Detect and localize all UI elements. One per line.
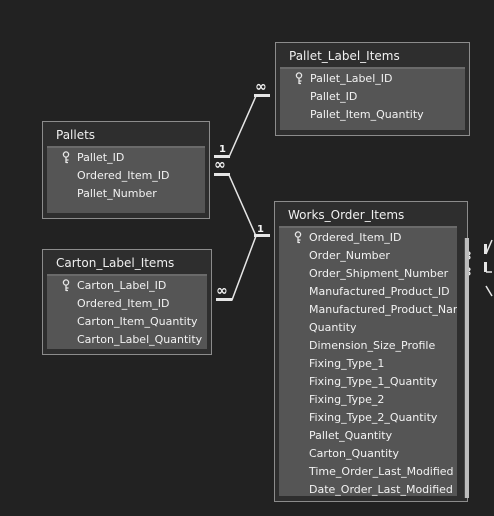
field-list: Pallet_ID Ordered_Item_ID Pallet_Number xyxy=(47,146,205,213)
field-name: Order_Shipment_Number xyxy=(309,267,449,280)
key-icon xyxy=(62,151,70,164)
field-row[interactable]: Manufactured_Product_ID xyxy=(279,283,457,301)
field-name: Pallet_ID xyxy=(310,90,358,103)
field-row[interactable]: Order_Number xyxy=(279,247,457,265)
cardinality-many-label: ∞ xyxy=(214,157,226,173)
field-name: Fixing_Type_2_Quantity xyxy=(309,411,438,424)
table-title[interactable]: Pallets xyxy=(56,128,96,142)
field-name: Ordered_Item_ID xyxy=(77,169,170,182)
table-pallets[interactable]: Pallets Pallet_ID Ordered_Item_ID Pallet… xyxy=(42,121,210,219)
key-icon xyxy=(295,72,303,85)
field-row[interactable]: Carton_Label_Quantity xyxy=(47,331,207,349)
field-name: Quantity xyxy=(309,321,357,334)
field-row[interactable]: Ordered_Item_ID xyxy=(47,167,205,185)
field-row[interactable]: Dimension_Size_Profile xyxy=(279,337,457,355)
key-icon xyxy=(294,231,302,244)
field-row-primary-key[interactable]: Carton_Label_ID xyxy=(47,277,207,295)
table-title[interactable]: Works_Order_Items xyxy=(288,208,405,222)
field-row[interactable]: Pallet_Quantity xyxy=(279,427,457,445)
table-works-order-items[interactable]: Works_Order_Items Ordered_Item_ID Order_… xyxy=(274,201,468,502)
field-name: Dimension_Size_Profile xyxy=(309,339,436,352)
field-name: Pallet_Number xyxy=(77,187,157,200)
field-row[interactable]: Pallet_Item_Quantity xyxy=(280,106,465,124)
field-name: Carton_Quantity xyxy=(309,447,399,460)
field-list: Ordered_Item_ID Order_Number Order_Shipm… xyxy=(279,226,457,496)
field-name: Ordered_Item_ID xyxy=(77,297,170,310)
field-name: Carton_Label_ID xyxy=(77,279,167,292)
field-name: Fixing_Type_2 xyxy=(309,393,385,406)
field-name: Manufactured_Product_Name xyxy=(309,303,457,316)
cardinality-many-label: ∞ xyxy=(216,283,228,299)
field-row-primary-key[interactable]: Pallet_ID xyxy=(47,149,205,167)
field-name: Time_Order_Last_Modified xyxy=(309,465,454,478)
table-title[interactable]: Carton_Label_Items xyxy=(56,256,175,270)
field-name: Fixing_Type_1_Quantity xyxy=(309,375,438,388)
field-row[interactable]: Fixing_Type_1_Quantity xyxy=(279,373,457,391)
field-row[interactable]: Manufactured_Product_Name xyxy=(279,301,457,319)
field-name: Carton_Item_Quantity xyxy=(77,315,198,328)
field-name: Order_Number xyxy=(309,249,390,262)
table-pallet-label-items[interactable]: Pallet_Label_Items Pallet_Label_ID Palle… xyxy=(275,42,470,136)
field-row[interactable]: Fixing_Type_1 xyxy=(279,355,457,373)
field-row[interactable]: Time_Order_Last_Modified xyxy=(279,463,457,481)
key-icon xyxy=(62,279,70,292)
cardinality-one-label: 1 xyxy=(257,224,264,235)
field-row[interactable]: Pallet_ID xyxy=(280,88,465,106)
field-row[interactable]: Fixing_Type_2 xyxy=(279,391,457,409)
cardinality-many-label: ∞ xyxy=(255,79,267,95)
field-name: Pallet_Label_ID xyxy=(310,72,393,85)
field-list: Carton_Label_ID Ordered_Item_ID Carton_I… xyxy=(47,274,207,349)
field-name: Fixing_Type_1 xyxy=(309,357,385,370)
field-name: Pallet_ID xyxy=(77,151,125,164)
field-name: Pallet_Quantity xyxy=(309,429,393,442)
field-row[interactable]: Carton_Quantity xyxy=(279,445,457,463)
field-list: Pallet_Label_ID Pallet_ID Pallet_Item_Qu… xyxy=(280,67,465,130)
field-row[interactable]: Fixing_Type_2_Quantity xyxy=(279,409,457,427)
field-name: Pallet_Item_Quantity xyxy=(310,108,424,121)
table-carton-label-items[interactable]: Carton_Label_Items Carton_Label_ID Order… xyxy=(42,249,212,355)
field-row[interactable]: Quantity xyxy=(279,319,457,337)
table-title[interactable]: Pallet_Label_Items xyxy=(289,49,400,63)
field-row-primary-key[interactable]: Pallet_Label_ID xyxy=(280,70,465,88)
field-row[interactable]: Date_Order_Last_Modified xyxy=(279,481,457,496)
field-row[interactable]: Carton_Item_Quantity xyxy=(47,313,207,331)
field-row[interactable]: Order_Shipment_Number xyxy=(279,265,457,283)
field-name: Date_Order_Last_Modified xyxy=(309,483,453,496)
field-name: Manufactured_Product_ID xyxy=(309,285,450,298)
relationship-offscreen-3[interactable] xyxy=(485,285,493,297)
field-name: Carton_Label_Quantity xyxy=(77,333,203,346)
scrollbar[interactable] xyxy=(464,238,469,498)
field-row-primary-key[interactable]: Ordered_Item_ID xyxy=(279,229,457,247)
field-row[interactable]: Ordered_Item_ID xyxy=(47,295,207,313)
cardinality-one-label: 1 xyxy=(219,144,226,155)
field-name: Ordered_Item_ID xyxy=(309,231,402,244)
field-row[interactable]: Pallet_Number xyxy=(47,185,205,203)
